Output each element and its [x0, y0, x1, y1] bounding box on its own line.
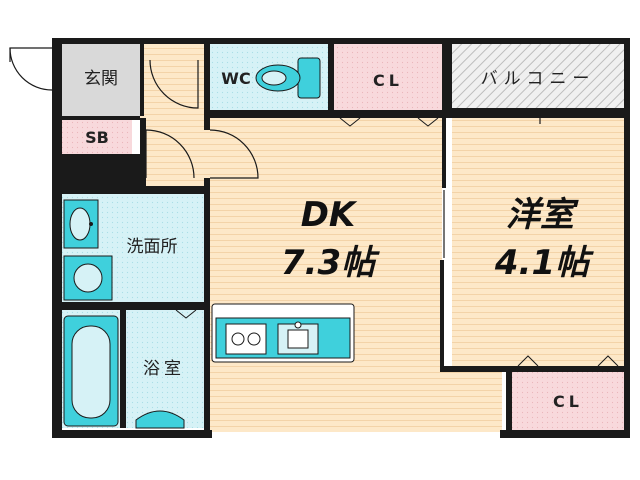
closet-bottom-label: CL: [553, 392, 583, 411]
bath-sink-fixture: [135, 410, 185, 429]
toilet-label: WC: [221, 69, 250, 88]
washer-fixture: [63, 255, 113, 301]
western-size-label: 4.1帖: [494, 243, 594, 283]
floor-western: [452, 118, 624, 372]
balcony-label: バルコニー: [481, 69, 596, 89]
dk-size-label: 7.3帖: [281, 243, 380, 283]
floor-entrance: [62, 44, 140, 120]
bathroom-label: 浴室: [143, 359, 185, 379]
floor-balcony: [452, 44, 624, 108]
floor-dk-lower: [442, 372, 502, 432]
kitchen-counter: [211, 303, 355, 363]
shoe-box-label: SB: [85, 128, 109, 147]
floor-dk: [210, 118, 442, 432]
vanity-fixture: [63, 199, 99, 249]
toilet-fixture: [255, 57, 321, 99]
door-swings: [9, 47, 612, 258]
walls: [52, 38, 630, 438]
closet-door-marks: [175, 117, 619, 367]
washroom-label: 洗面所: [127, 237, 178, 257]
dk-name-label: DK: [301, 195, 358, 235]
floor-closet-bottom: [512, 372, 624, 432]
entrance-label: 玄関: [84, 69, 118, 89]
closet-top-label: CL: [373, 71, 403, 90]
floor-shoebox: [62, 120, 132, 154]
bathtub-fixture: [63, 315, 119, 427]
floor-closet-top: [334, 44, 442, 110]
western-name-label: 洋室: [506, 195, 579, 235]
